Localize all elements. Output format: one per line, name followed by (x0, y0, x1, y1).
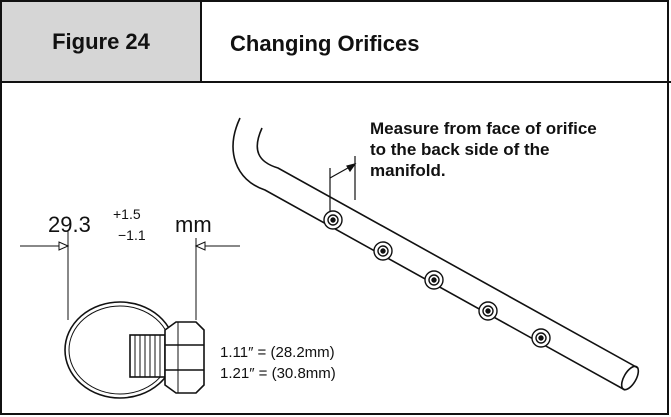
figure-number: Figure 24 (2, 2, 202, 81)
dimension-value: 29.3 (48, 212, 91, 237)
measure-leader (329, 156, 357, 212)
size-line-2: 1.21″ = (30.8mm) (220, 365, 336, 382)
manifold-pipe (232, 117, 640, 391)
callout-line-3: manifold. (370, 161, 446, 180)
dimension-tol-minus: −1.1 (118, 227, 146, 243)
dimension-tol-plus: +1.5 (113, 206, 141, 222)
size-line-1: 1.11″ = (28.2mm) (220, 344, 335, 361)
figure-title: Changing Orifices (230, 31, 420, 56)
orifice-side-view (64, 301, 205, 399)
figure-header: Figure 24 Changing Orifices (0, 0, 671, 83)
callout-line-1: Measure from face of orifice (370, 119, 597, 138)
manifold-orifices (323, 210, 551, 348)
dimension-unit: mm (175, 212, 212, 237)
callout-line-2: to the back side of the (370, 140, 549, 159)
dimension-lines (20, 230, 240, 320)
